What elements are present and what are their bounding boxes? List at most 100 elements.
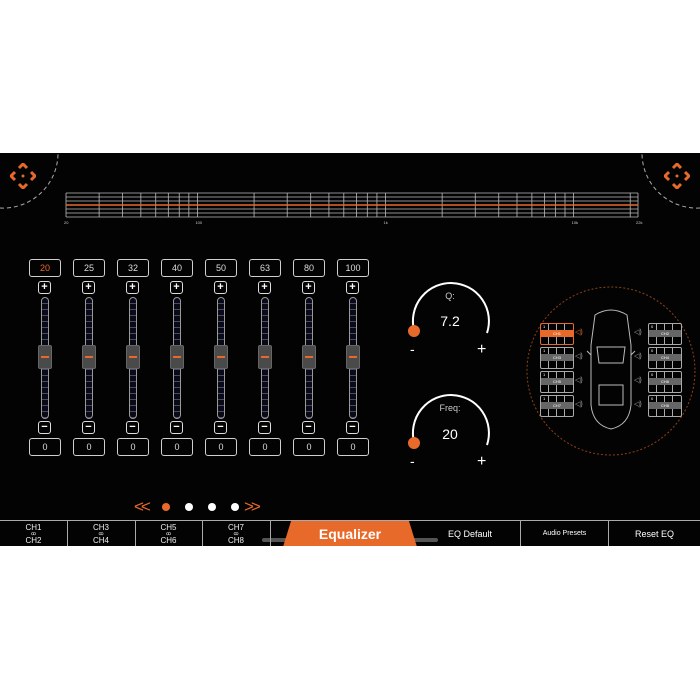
link-icon: ꝏ xyxy=(165,530,172,537)
eq-default-button[interactable]: EQ Default xyxy=(420,521,521,546)
freq-label: Freq: xyxy=(439,403,461,413)
reset-eq-button[interactable]: Reset EQ xyxy=(634,529,674,539)
tab-top: CH3 xyxy=(92,522,109,532)
corner-decor xyxy=(0,153,700,209)
channel-number: 1 xyxy=(543,324,546,329)
band-frequency-box[interactable]: 25 xyxy=(73,259,105,277)
navigate-icon[interactable] xyxy=(10,163,36,189)
graph-x-label: 20 xyxy=(64,220,69,225)
eq-response-graph xyxy=(65,192,639,218)
plus-icon[interactable]: + xyxy=(126,281,139,294)
band-slider-handle[interactable] xyxy=(258,345,272,369)
plus-icon[interactable]: + xyxy=(82,281,95,294)
plus-icon[interactable]: + xyxy=(214,281,227,294)
q-plus-button[interactable]: + xyxy=(477,341,487,358)
band-slider-handle[interactable] xyxy=(214,345,228,369)
plus-icon[interactable]: + xyxy=(258,281,271,294)
band-gain-box[interactable]: 0 xyxy=(161,438,193,456)
band-gain-box[interactable]: 0 xyxy=(73,438,105,456)
minus-icon[interactable]: − xyxy=(38,421,51,434)
freq-plus-button[interactable]: + xyxy=(477,453,487,470)
band-frequency-box[interactable]: 100 xyxy=(337,259,369,277)
speaker-icon: ◁) xyxy=(634,329,642,336)
band-gain-box[interactable]: 0 xyxy=(249,438,281,456)
minus-icon[interactable]: − xyxy=(82,421,95,434)
band-gain-box[interactable]: 0 xyxy=(117,438,149,456)
band-frequency-box[interactable]: 32 xyxy=(117,259,149,277)
channel-name: CH5 xyxy=(541,378,573,385)
prev-page-button[interactable]: << xyxy=(134,497,151,516)
band-slider-handle[interactable] xyxy=(346,345,360,369)
q-knob[interactable] xyxy=(405,275,495,365)
channel-name: CH2 xyxy=(649,330,681,337)
plus-icon[interactable]: + xyxy=(302,281,315,294)
freq-minus-button[interactable]: - xyxy=(410,453,415,469)
band-gain-box[interactable]: 0 xyxy=(29,438,61,456)
channel-number: 1 xyxy=(543,372,546,377)
freq-knob[interactable] xyxy=(405,387,495,477)
band-frequency-box[interactable]: 63 xyxy=(249,259,281,277)
graph-x-label: 10k xyxy=(571,220,579,225)
minus-icon[interactable]: − xyxy=(258,421,271,434)
band-frequency-box[interactable]: 40 xyxy=(161,259,193,277)
bottom-tab-bar: Equalizer EQ Default Audio Presets Reset… xyxy=(0,520,700,546)
minus-icon[interactable]: − xyxy=(302,421,315,434)
band-slider-handle[interactable] xyxy=(302,345,316,369)
band-slider-handle[interactable] xyxy=(170,345,184,369)
tab-top: CH1 xyxy=(25,522,42,532)
band-frequency-box[interactable]: 80 xyxy=(293,259,325,277)
navigate-icon[interactable] xyxy=(664,163,690,189)
band-slider-handle[interactable] xyxy=(38,345,52,369)
plus-icon[interactable]: + xyxy=(38,281,51,294)
plus-icon[interactable]: + xyxy=(346,281,359,294)
speaker-icon: ◁) xyxy=(575,401,583,408)
link-icon: ꝏ xyxy=(30,530,37,537)
band-gain-box[interactable]: 0 xyxy=(293,438,325,456)
q-value: 7.2 xyxy=(440,313,460,329)
audio-presets-button[interactable]: Audio Presets xyxy=(521,521,609,546)
channel-name: CH3 xyxy=(541,354,573,361)
tab-top: CH7 xyxy=(227,522,244,532)
graph-x-label: 1k xyxy=(383,220,388,225)
tab-bottom: CH2 xyxy=(25,535,42,545)
band-frequency-box[interactable]: 20 xyxy=(29,259,61,277)
plus-icon[interactable]: + xyxy=(170,281,183,294)
page-dot[interactable] xyxy=(231,503,239,511)
channel-name: CH4 xyxy=(649,354,681,361)
band-slider-handle[interactable] xyxy=(82,345,96,369)
channel-number: 0 xyxy=(651,372,654,377)
band-gain-box[interactable]: 0 xyxy=(337,438,369,456)
minus-icon[interactable]: − xyxy=(170,421,183,434)
minus-icon[interactable]: − xyxy=(346,421,359,434)
page-dot[interactable] xyxy=(208,503,216,511)
band-slider-handle[interactable] xyxy=(126,345,140,369)
channel-name: CH1 xyxy=(541,330,573,337)
speaker-icon: ◁) xyxy=(575,329,583,336)
speaker-icon: ◁) xyxy=(575,377,583,384)
graph-x-label: 100 xyxy=(195,220,203,225)
link-icon: ꝏ xyxy=(98,530,104,537)
band-gain-box[interactable]: 0 xyxy=(205,438,237,456)
tab-equalizer[interactable]: Equalizer xyxy=(283,521,417,546)
next-page-button[interactable]: >> xyxy=(244,497,261,516)
minus-icon[interactable]: − xyxy=(126,421,139,434)
band-frequency-box[interactable]: 50 xyxy=(205,259,237,277)
page-dot[interactable] xyxy=(185,503,193,511)
q-minus-button[interactable]: - xyxy=(410,341,415,357)
page-dot[interactable] xyxy=(162,503,170,511)
minus-icon[interactable]: − xyxy=(214,421,227,434)
tab-top: CH5 xyxy=(160,522,177,532)
